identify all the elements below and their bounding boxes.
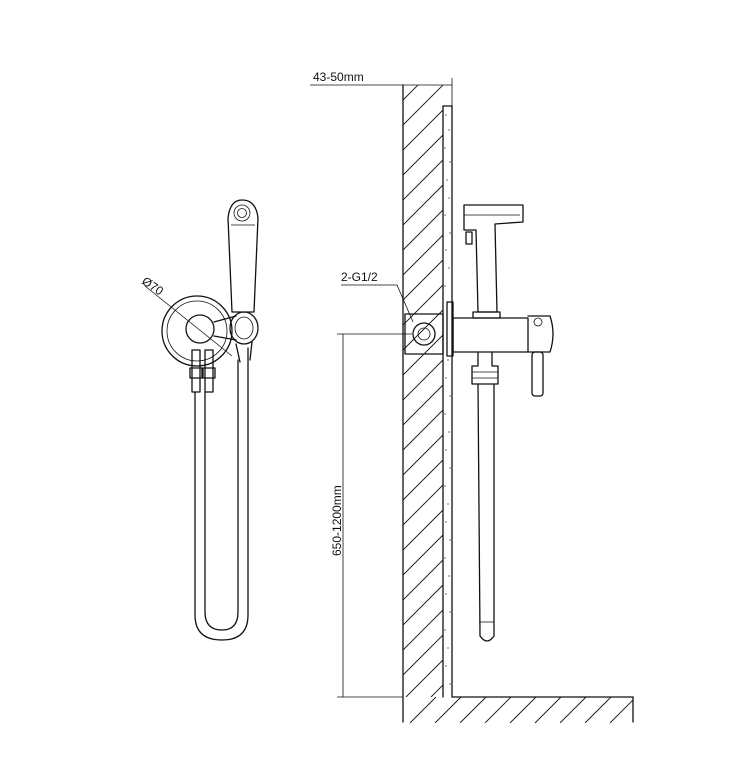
front-view: Ø70 <box>139 199 259 641</box>
wall-thickness-label: 43-50mm <box>313 70 364 84</box>
valve-body-side <box>452 317 529 353</box>
wall-plate-circle <box>161 295 233 367</box>
hand-sprayer <box>227 199 259 313</box>
spray-head-icon <box>233 204 251 222</box>
hose-fitting-left <box>191 349 201 393</box>
hose-fitting-right <box>204 349 214 393</box>
thread-label: 2-G1/2 <box>341 270 378 284</box>
hand-sprayer-side <box>463 204 524 313</box>
diameter-label: Ø70 <box>139 274 166 298</box>
floor-hatch <box>409 697 633 723</box>
height-label: 650-1200mm <box>330 485 344 556</box>
hose-loop <box>194 347 249 641</box>
lever-handle <box>531 351 544 397</box>
plaster-speckle <box>444 114 451 685</box>
side-view: 43-50mm 650-1200mm 2-G1/2 <box>310 70 634 723</box>
wall-hatch <box>403 85 443 697</box>
valve-body <box>185 314 215 344</box>
hose-side <box>477 383 495 642</box>
